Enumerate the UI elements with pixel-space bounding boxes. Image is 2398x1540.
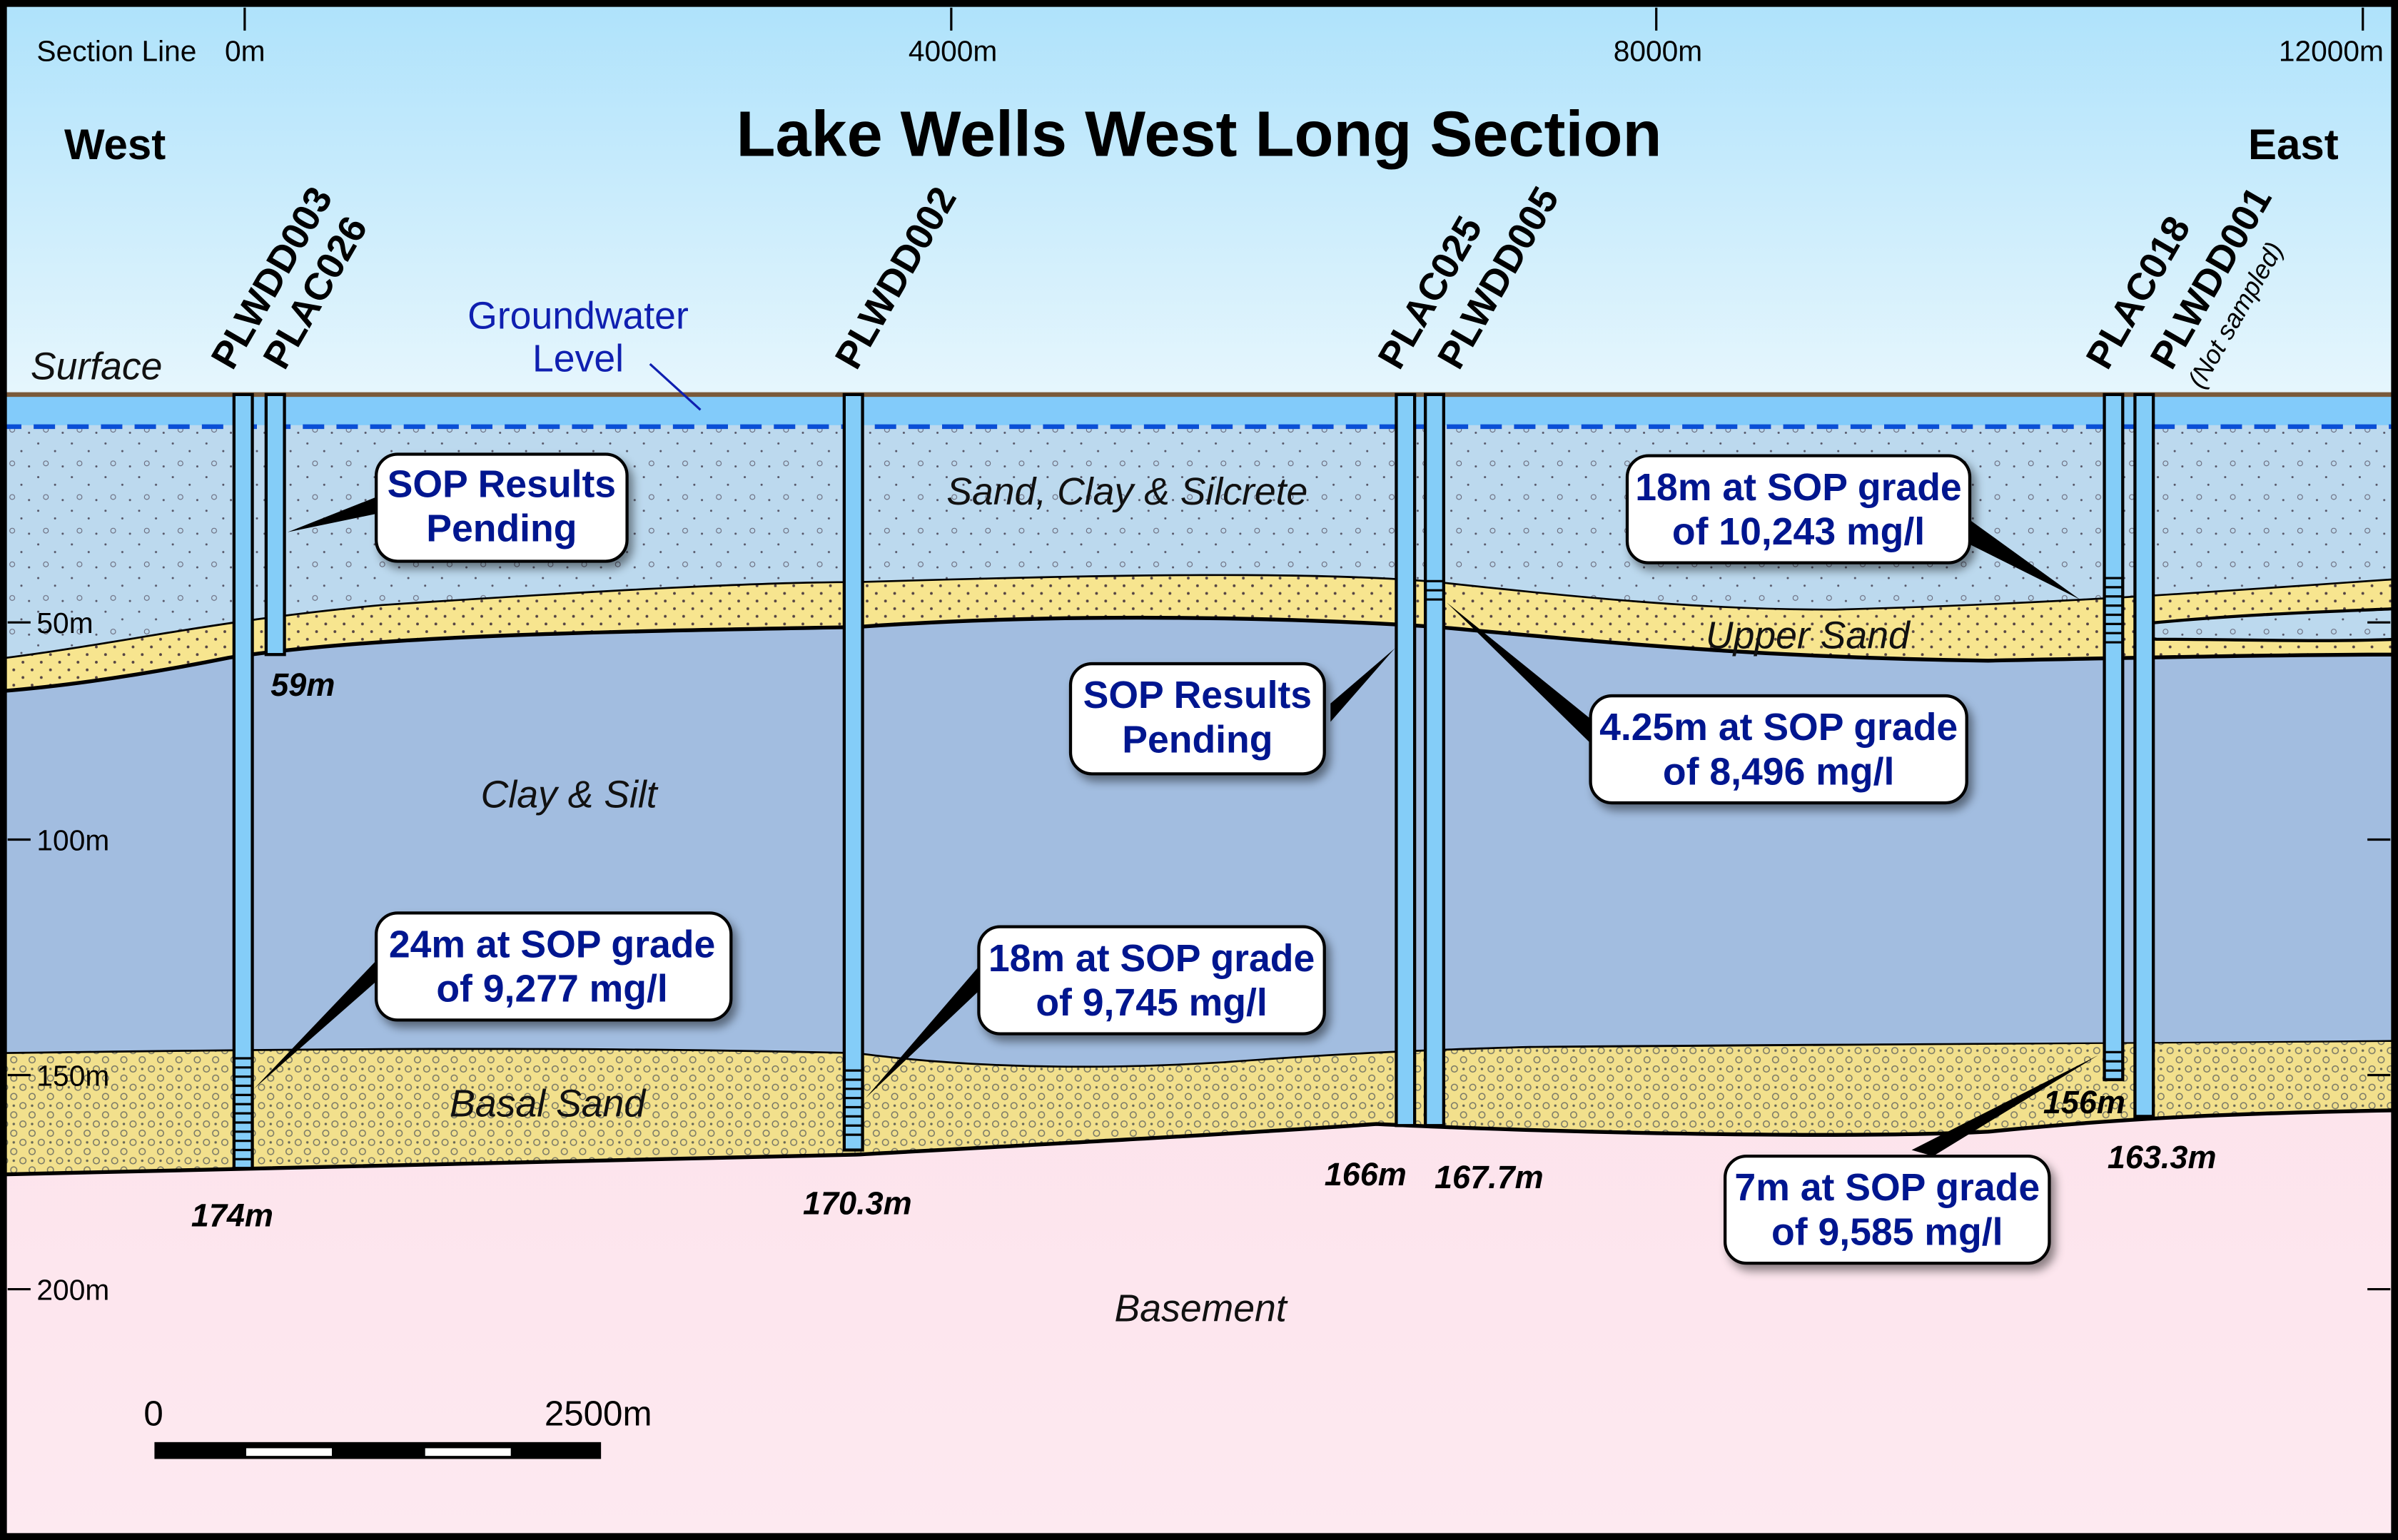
east-label: East xyxy=(2248,121,2339,168)
upper-sand-lens xyxy=(2135,607,2398,642)
surface-label: Surface xyxy=(31,345,163,387)
depth-tick-label: 100m xyxy=(36,824,109,857)
callout-text: of 9,585 mg/l xyxy=(1771,1211,2003,1253)
callout-text: SOP Results xyxy=(388,463,617,505)
unit-label: Basement xyxy=(1115,1288,1288,1330)
callout-text: of 8,496 mg/l xyxy=(1663,751,1894,793)
hole-depth-label: 156m xyxy=(2043,1084,2125,1120)
callout-plac025 xyxy=(1068,662,1326,776)
depth-tick-label: 200m xyxy=(36,1274,109,1307)
callout-plwdd003 xyxy=(375,911,733,1022)
west-label: West xyxy=(64,121,166,168)
callout-plac018-basal xyxy=(1724,1154,2051,1265)
section-tick-label: 4000m xyxy=(909,35,997,68)
depth-tick-label: 50m xyxy=(36,607,93,639)
scale-bar-start-label: 0 xyxy=(143,1394,163,1433)
callout-text: 4.25m at SOP grade xyxy=(1599,706,1958,749)
sky-background xyxy=(0,0,2398,395)
callout-text: of 10,243 mg/l xyxy=(1672,511,1925,553)
callout-text: of 9,745 mg/l xyxy=(1036,982,1267,1024)
drillhole-plwdd005[interactable] xyxy=(1424,392,1445,1128)
section-line-label: Section Line xyxy=(36,35,196,68)
hole-depth-label: 174m xyxy=(191,1197,273,1234)
drillhole-plwdd001[interactable] xyxy=(2133,392,2155,1118)
page-title: Lake Wells West Long Section xyxy=(737,99,1662,171)
hole-depth-label: 166m xyxy=(1325,1156,1407,1192)
hole-depth-label: 163.3m xyxy=(2108,1139,2217,1175)
callout-plac018-upper xyxy=(1625,454,1972,564)
callout-text: 18m at SOP grade xyxy=(1635,467,1961,509)
section-line-axis: Section Line 0m 4000m 8000m 12000m xyxy=(36,7,2384,68)
unit-label: Basal Sand xyxy=(450,1083,647,1125)
unit-label: Upper Sand xyxy=(1706,615,1911,657)
hole-depth-label: 59m xyxy=(270,667,335,703)
drillhole-plwdd002[interactable] xyxy=(842,392,864,1152)
callout-text: 18m at SOP grade xyxy=(988,938,1315,980)
drillhole-plwdd003[interactable] xyxy=(232,392,254,1170)
callout-text: 24m at SOP grade xyxy=(389,924,715,966)
upper-sand-unit xyxy=(0,572,2398,694)
callout-text: Pending xyxy=(1122,719,1273,761)
section-tick-label: 8000m xyxy=(1614,35,1702,68)
callout-plwdd005 xyxy=(1589,694,1968,805)
callout-text: 7m at SOP grade xyxy=(1734,1167,2040,1209)
groundwater-label: Level xyxy=(532,338,624,380)
drillhole-plac018[interactable] xyxy=(2103,392,2125,1082)
hole-depth-label: 167.7m xyxy=(1435,1159,1544,1195)
callout-text: SOP Results xyxy=(1083,674,1312,716)
section-tick-label: 12000m xyxy=(2279,35,2384,68)
callout-text: of 9,277 mg/l xyxy=(436,968,667,1010)
callout-plwdd002 xyxy=(977,925,1326,1035)
unsaturated-zone xyxy=(0,394,2398,425)
scale-bar-end-label: 2500m xyxy=(545,1394,652,1433)
unit-label: Clay & Silt xyxy=(481,774,659,816)
drillhole-plac026[interactable] xyxy=(264,392,286,657)
drillhole-plac025[interactable] xyxy=(1395,392,1417,1128)
groundwater-pointer xyxy=(649,363,702,411)
unit-label: Sand, Clay & Silcrete xyxy=(946,471,1307,513)
hole-depth-label: 170.3m xyxy=(803,1185,912,1222)
callout-plac026 xyxy=(375,452,629,563)
scale-bar: 0 2500m xyxy=(143,1394,652,1459)
groundwater-label: Groundwater xyxy=(467,295,689,338)
callout-text: Pending xyxy=(426,508,577,550)
depth-axis: 50m 100m 150m 200m xyxy=(7,607,2391,1307)
section-tick-label: 0m xyxy=(225,35,265,68)
depth-tick-label: 150m xyxy=(36,1060,109,1093)
